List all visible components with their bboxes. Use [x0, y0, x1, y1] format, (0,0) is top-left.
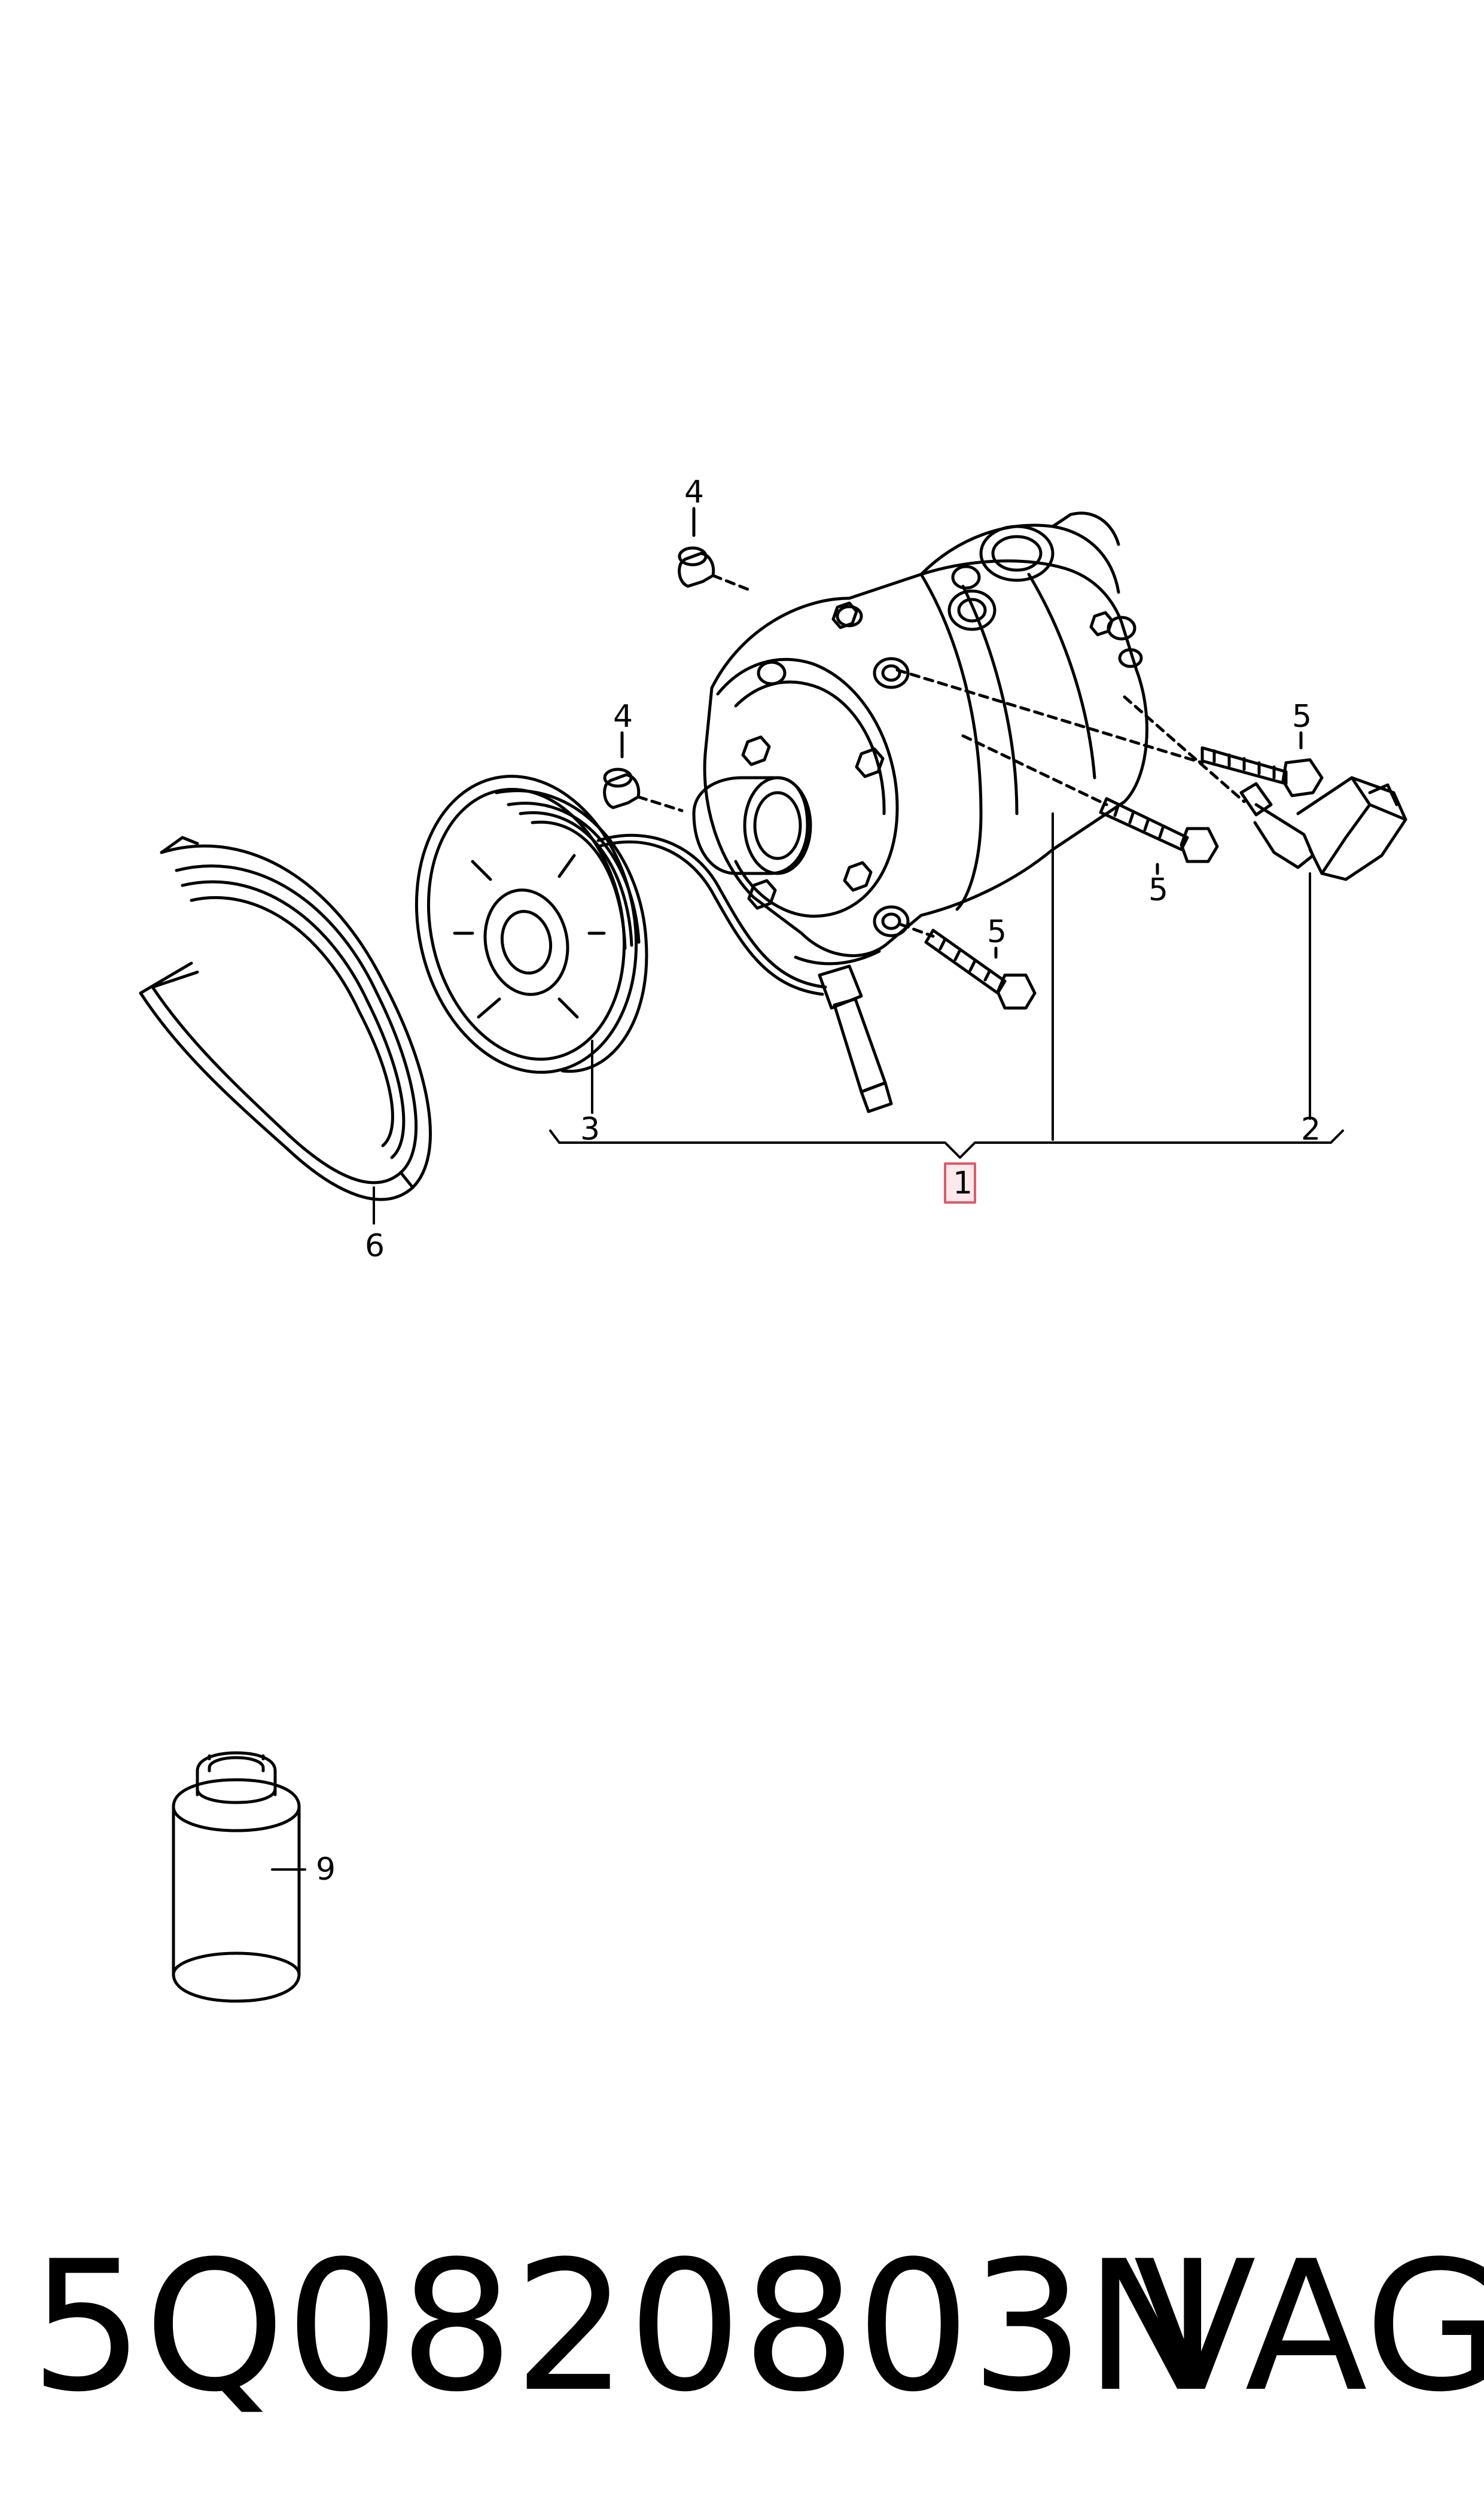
callout-5-lower[interactable]: 5	[987, 914, 1007, 950]
callout-2[interactable]: 2	[1301, 1112, 1321, 1147]
sensor-icon	[1123, 695, 1407, 881]
compressor-icon	[692, 511, 1148, 966]
sleeve-icon	[603, 507, 749, 812]
callout-5-middle[interactable]: 5	[1148, 872, 1168, 908]
callout-5-upper[interactable]: 5	[1292, 699, 1312, 735]
belt-icon	[139, 836, 432, 1201]
oil-bottle-icon	[172, 1751, 301, 2003]
brand-name: VAG	[1133, 2222, 1484, 2431]
part-number: 5Q0820803N	[30, 2222, 1219, 2431]
callout-9[interactable]: 9	[316, 1852, 336, 1887]
callout-4-upper[interactable]: 4	[684, 474, 704, 510]
callout-1[interactable]: 1	[953, 1165, 973, 1201]
callout-4-lower[interactable]: 4	[613, 699, 633, 735]
callout-3[interactable]: 3	[580, 1112, 600, 1147]
leader-lines	[271, 812, 1344, 1871]
callout-6[interactable]: 6	[365, 1228, 385, 1264]
callout-highlight-box	[944, 1162, 976, 1204]
bolt-icon	[895, 668, 1324, 1010]
sensor-icon	[596, 833, 893, 1113]
